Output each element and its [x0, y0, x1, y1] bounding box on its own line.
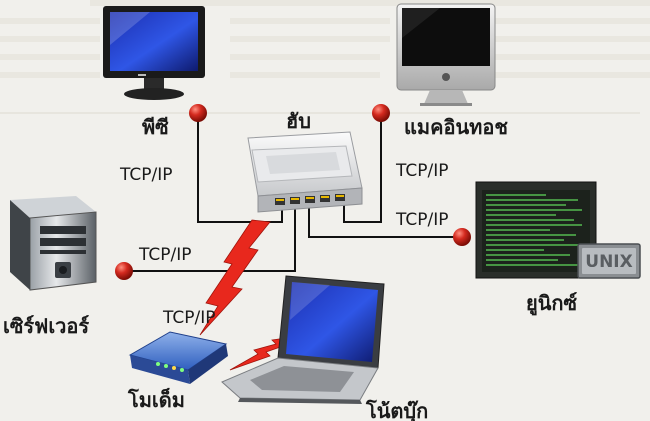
lightning-modem [199, 219, 271, 336]
line-unix-hub [308, 205, 462, 238]
connector-dot-unix [453, 228, 471, 246]
hub-icon [247, 131, 363, 213]
link-label-server: TCP/IP [138, 245, 192, 265]
node-label-server: เซิร์ฟเวอร์ [3, 314, 89, 338]
line-pc-hub [197, 113, 283, 223]
link-label-modem: TCP/IP [162, 308, 216, 328]
connection-lines [124, 113, 462, 272]
node-label-pc: พีซี [142, 115, 169, 139]
node-label-hub: ฮับ [286, 109, 311, 133]
unix-terminal-icon: UNIX [475, 181, 641, 279]
unix-badge-text: UNIX [585, 252, 632, 272]
node-label-notebook: โน้ตบุ๊ก [365, 399, 428, 421]
connector-dot-mac [372, 104, 390, 122]
modem-icon [128, 331, 228, 384]
server-tower-icon [10, 196, 97, 291]
node-label-mac: แมคอินทอช [404, 115, 508, 139]
node-label-unix: ยูนิกซ์ [526, 291, 578, 317]
node-label-modem: โมเด็ม [127, 387, 185, 412]
background-text [0, 0, 650, 114]
line-mac-hub [343, 113, 382, 223]
connector-dot-pc [189, 104, 207, 122]
link-label-pc: TCP/IP [119, 165, 173, 185]
notebook-laptop-icon [221, 275, 385, 404]
connector-dot-server [115, 262, 133, 280]
mac-imac-icon [396, 3, 496, 106]
link-label-mac: TCP/IP [395, 161, 449, 181]
pc-monitor-icon [103, 6, 205, 100]
line-server-hub [124, 205, 296, 272]
link-label-unix: TCP/IP [395, 210, 449, 230]
